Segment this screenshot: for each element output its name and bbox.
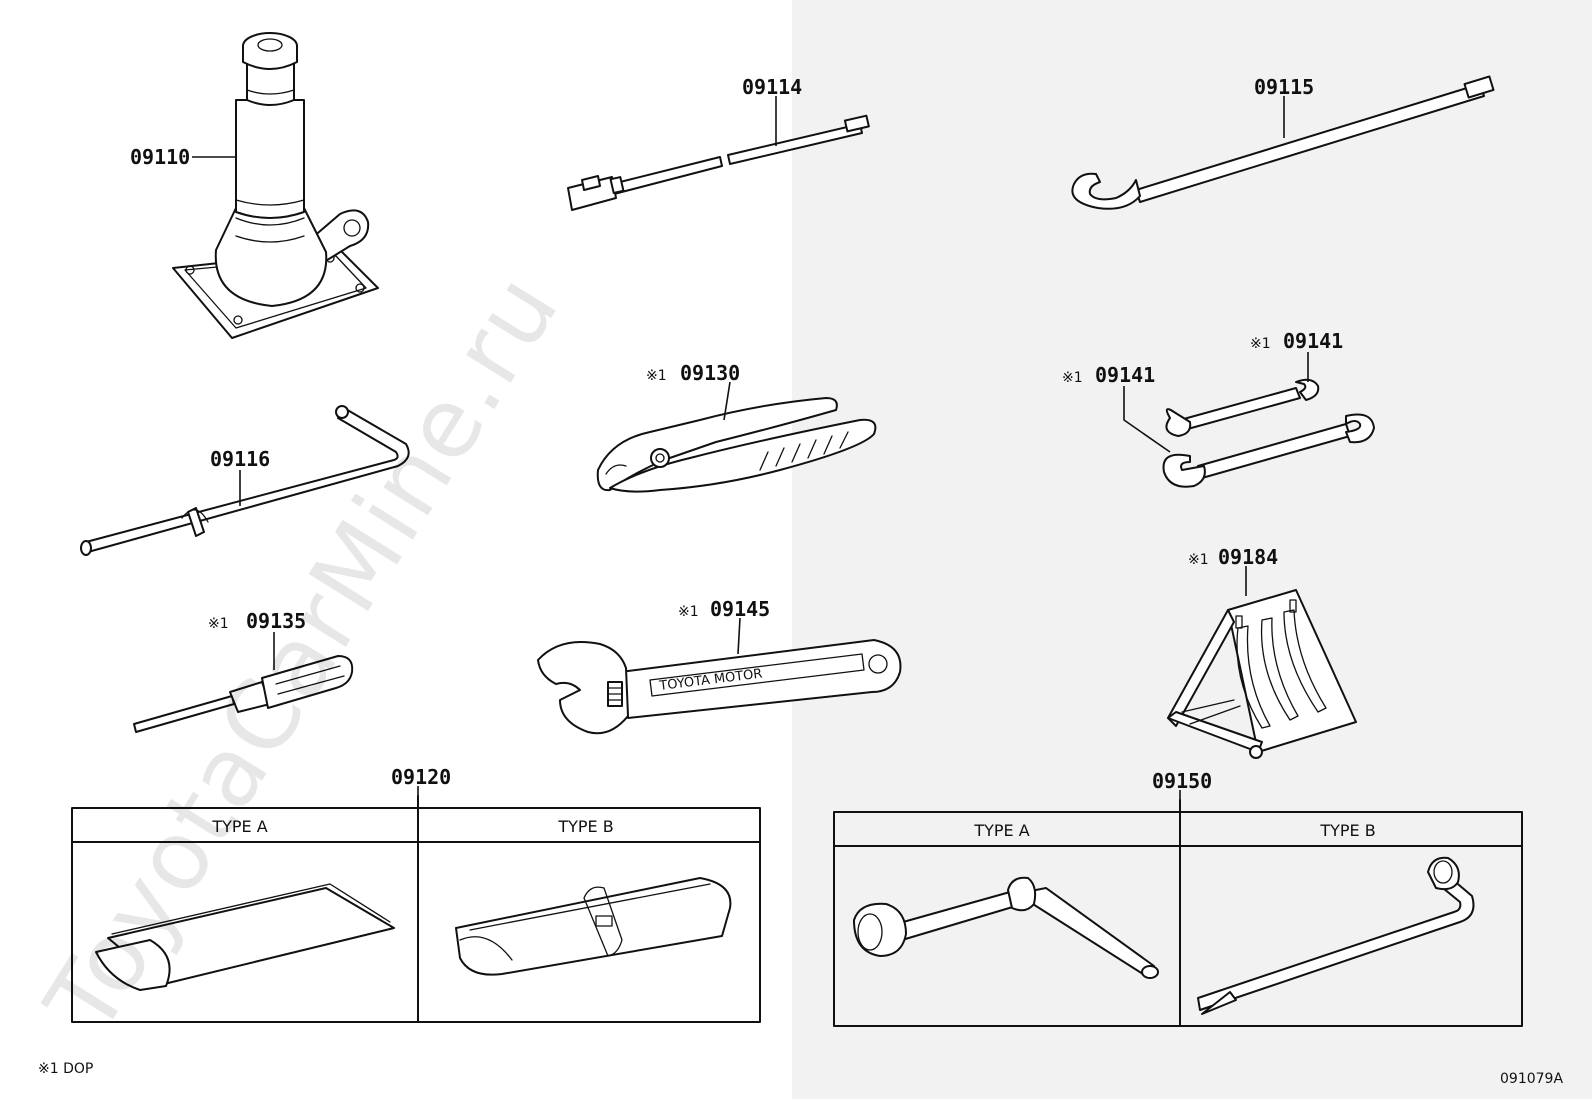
tool-bag-type-b-illustration [455,877,732,976]
part-label: 09110 [130,145,190,169]
screwdriver-illustration [133,655,354,733]
l-rod-illustration [80,405,410,556]
extension-bar-illustration [567,114,870,211]
tool-bag-type-a-illustration [95,883,395,991]
type-b-header: TYPE B [557,817,613,836]
part-label: 09130 [680,361,740,385]
wheel-chock-illustration [1167,589,1357,759]
part-label: 09141 [1283,329,1343,353]
wheel-wrench-type-a-illustration [853,876,1159,979]
spanner-wrench-illustration [1162,378,1375,488]
pliers-illustration [596,397,877,493]
part-label: 09114 [742,75,802,99]
part-label: 09141 [1095,363,1155,387]
dop-marker: ※1 [208,616,229,632]
dop-marker: ※1 [678,604,699,620]
type-b-header: TYPE B [1319,821,1375,840]
wheel-wrench-table: TYPE A TYPE B [833,799,1523,1027]
part-label: 09115 [1254,75,1314,99]
dop-marker: ※1 [646,368,667,384]
adjustable-wrench-illustration: TOYOTA MOTOR [537,639,902,735]
jack-illustration [172,32,379,339]
type-a-header: TYPE A [973,821,1029,840]
hook-tool-illustration [1071,75,1495,210]
dop-marker: ※1 [1188,552,1209,568]
part-label: 09145 [710,597,770,621]
part-label: 09135 [246,609,306,633]
part-label: 09184 [1218,545,1278,569]
dop-marker: ※1 [1062,370,1083,386]
wheel-wrench-type-b-illustration [1197,856,1475,1015]
part-label: 09116 [210,447,270,471]
tool-bag-table: TYPE A TYPE B [71,795,761,1023]
drawing-id: 091079A [1500,1071,1563,1087]
type-a-header: TYPE A [211,817,267,836]
footnote: ※1 DOP [38,1061,93,1077]
part-label: 09120 [391,765,451,789]
part-label: 09150 [1152,769,1212,793]
dop-marker: ※1 [1250,336,1271,352]
